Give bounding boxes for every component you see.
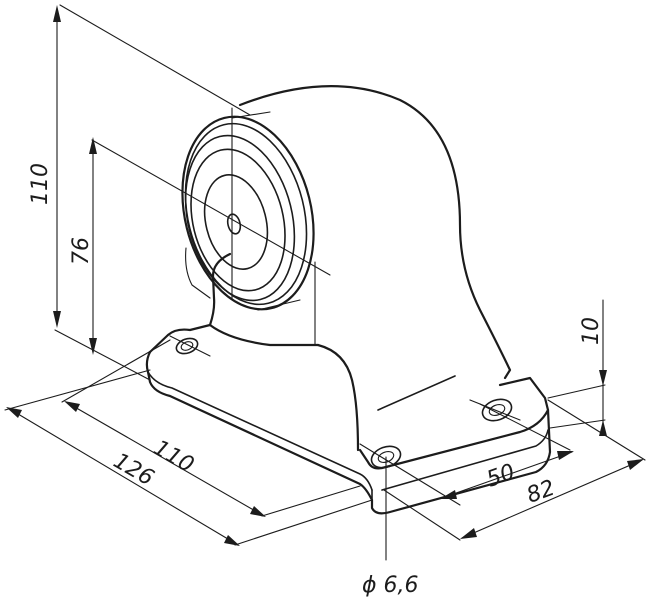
boss-ring-2 <box>190 148 286 292</box>
boss-axis-line <box>91 139 331 276</box>
bracket-part <box>145 85 552 515</box>
base-plate-top <box>148 323 550 470</box>
label-hole-diameter: ϕ 6,6 <box>362 573 419 598</box>
label-base-width: 82 <box>524 476 559 509</box>
dim-line-110 <box>65 401 265 517</box>
boss-outer-face <box>181 115 315 311</box>
hole-axis-left <box>169 335 211 357</box>
base-plate-right-edge <box>371 429 549 509</box>
boss-ring-1 <box>184 134 296 302</box>
bottom-extension-line <box>54 329 151 381</box>
upright-front <box>208 252 232 327</box>
hole-axis-right <box>469 399 521 421</box>
left-extension-126 <box>4 369 151 411</box>
extension-to-110 <box>261 485 361 517</box>
mounting-hole-right <box>481 398 513 422</box>
extension-to-126 <box>234 499 373 546</box>
mounting-hole-left <box>175 337 199 355</box>
right-extension-50 <box>479 403 571 451</box>
label-overall-height: 110 <box>28 163 53 205</box>
mounting-hole-front <box>370 445 402 469</box>
dim-line-50 <box>441 451 573 499</box>
dimension-lines <box>6 5 644 546</box>
boss-tangent-bottom <box>257 299 301 311</box>
dim-line-82 <box>461 459 643 539</box>
right-extension-82 <box>547 399 646 461</box>
label-hole-spacing: 50 <box>484 460 519 493</box>
upright-back <box>238 85 512 380</box>
dim-line-126 <box>7 407 239 546</box>
base-top-extension <box>547 384 606 399</box>
label-axis-height: 76 <box>69 237 94 265</box>
label-base-thickness: 10 <box>579 317 604 345</box>
boss-side-left <box>185 247 211 299</box>
upright-base-junction <box>208 323 320 347</box>
boss-ring-3 <box>203 174 269 270</box>
boss-tangent-top <box>231 111 271 119</box>
construction-lines <box>4 4 646 561</box>
base-bottom-extension <box>549 419 606 429</box>
bottom-extension-82 <box>383 489 461 541</box>
hole-axis-front <box>359 443 461 506</box>
base-plate-front-edge <box>147 371 373 491</box>
top-extension-line <box>59 4 251 116</box>
upright-rear-line <box>377 375 456 411</box>
left-extension-110 <box>61 339 171 403</box>
upright-curve <box>316 343 360 452</box>
